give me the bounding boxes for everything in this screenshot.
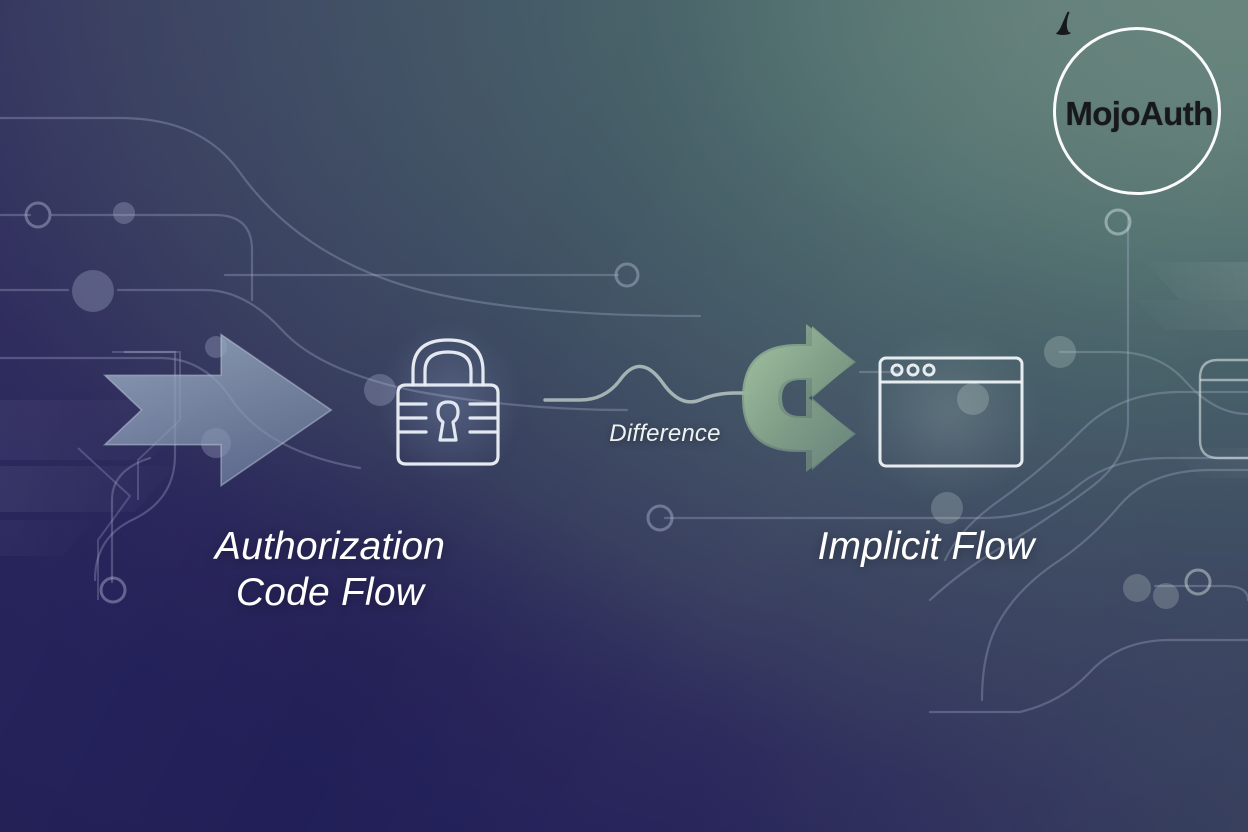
- ribbon-bands-right: [1135, 262, 1248, 478]
- right-pointing-arrow-icon: [102, 333, 333, 488]
- circuit-nodes-hollow: [24, 201, 674, 604]
- browser-window-glow: [856, 330, 1040, 500]
- redirect-u-turn-arrow-icon: [742, 324, 856, 472]
- wavy-connector-icon: [543, 364, 750, 404]
- difference-label: Difference: [609, 420, 721, 447]
- circuit-frame-right: [1198, 358, 1248, 460]
- circuit-nodes-filled-right: [931, 336, 1179, 609]
- padlock-glow: [378, 322, 522, 482]
- browser-window-icon: [878, 356, 1024, 468]
- implicit-flow-label: Implicit Flow: [817, 525, 1035, 568]
- padlock-icon: [396, 338, 500, 466]
- mojoauth-logo-badge: MojoAuth: [1053, 11, 1221, 195]
- authorization-code-flow-label: Authorization Code Flow: [214, 525, 446, 615]
- circuit-nodes-hollow-right: [1104, 208, 1212, 596]
- wizard-hat-icon: [1056, 11, 1071, 35]
- mojoauth-wordmark: MojoAuth: [1065, 94, 1213, 132]
